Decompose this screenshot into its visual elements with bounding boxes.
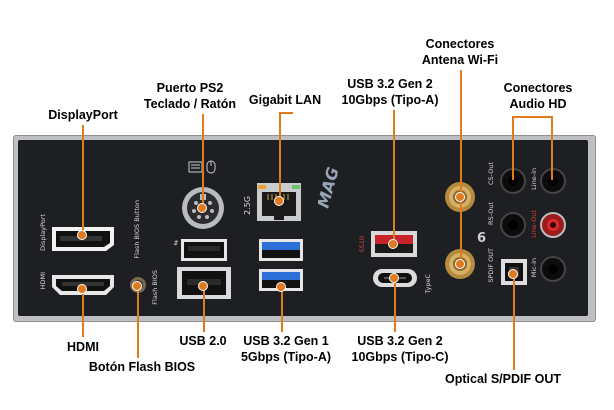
label-flash-bios-button: Botón Flash BIOS (88, 360, 196, 374)
silk-hdmi: HDMI (39, 272, 47, 290)
leader-dot-usb-gen2c (389, 273, 399, 283)
leader-usb20 (203, 288, 205, 332)
silk-lan-speed: 2.5G (243, 196, 252, 215)
leader-audio-left (512, 116, 514, 180)
leader-usb-gen2a (393, 110, 395, 244)
label-spdif: Optical S/PDIF OUT (445, 372, 561, 386)
leader-usb-gen2c (394, 282, 396, 332)
leader-dot-usb-gen1 (276, 282, 286, 292)
label-wifi-line2: Antena Wi-Fi (421, 53, 499, 67)
leader-dot-spdif (508, 269, 518, 279)
leader-dot-lan (274, 196, 284, 206)
leader-usb-gen1 (281, 288, 283, 332)
leader-lan-h (279, 112, 293, 114)
audio-jack-cs-out (500, 168, 526, 194)
silk-usb-icon: ⇆ (172, 240, 180, 246)
leader-dot-ps2 (197, 203, 207, 213)
leader-ps2 (202, 114, 204, 209)
silk-spdif-out: SPDIF OUT (487, 248, 495, 283)
label-usb-gen2c-line2: 10Gbps (Tipo-C) (351, 350, 449, 364)
wifi6-logo-icon: 6 (476, 226, 492, 248)
lan-port (256, 182, 302, 222)
leader-audio-right (551, 116, 553, 180)
svg-text:6: 6 (477, 231, 486, 246)
silk-line-in: Line-in (530, 168, 538, 190)
silk-cs-out: CS-Out (487, 162, 495, 185)
leader-hdmi (82, 289, 84, 337)
label-usb-gen2a-line2: 10Gbps (Tipo-A) (341, 93, 439, 107)
label-usb-gen1-line1: USB 3.2 Gen 1 (243, 334, 329, 348)
leader-dot-wifi-bottom (455, 259, 465, 269)
leader-dot-wifi-top (455, 192, 465, 202)
mag-logo: MAG (314, 165, 358, 215)
silk-line-out: Line-Out (530, 210, 538, 238)
silk-mic-in: Mic-in (530, 258, 538, 278)
silk-flash-bios-button: Flash BIOS Button (133, 200, 141, 259)
silk-typec: TypeC (424, 274, 432, 294)
label-wifi-line1: Conectores (425, 37, 495, 51)
label-usb-gen2c-line1: USB 3.2 Gen 2 (357, 334, 443, 348)
label-gigabit-lan: Gigabit LAN (248, 93, 322, 107)
leader-dot-flash-bios (132, 281, 142, 291)
label-audio-line1: Conectores (503, 81, 573, 95)
silk-usb-gen2-icon: SS10 (358, 236, 366, 253)
leader-dot-usb-gen2a (388, 239, 398, 249)
leader-displayport (82, 125, 84, 233)
usb-gen1-port-top (258, 238, 304, 262)
leader-audio-h (512, 116, 552, 118)
silk-displayport: DisplayPort (39, 214, 47, 251)
audio-jack-line-out (540, 212, 566, 238)
label-displayport: DisplayPort (48, 108, 118, 122)
leader-flash-bios (137, 290, 139, 358)
label-ps2-line1: Puerto PS2 (156, 81, 224, 95)
silk-flash-bios: Flash BIOS (151, 270, 159, 305)
silk-rs-out: RS-Out (487, 202, 495, 225)
label-audio-line2: Audio HD (509, 97, 567, 111)
usb20-port-top (180, 238, 228, 262)
leader-lan (279, 112, 281, 200)
leader-dot-hdmi (77, 284, 87, 294)
leader-dot-displayport (77, 230, 87, 240)
audio-jack-mic-in (540, 256, 566, 282)
audio-jack-rs-out (500, 212, 526, 238)
label-usb-gen1-line2: 5Gbps (Tipo-A) (240, 350, 332, 364)
label-usb-gen2a-line1: USB 3.2 Gen 2 (347, 77, 433, 91)
leader-spdif (513, 278, 515, 370)
audio-jack-line-in (540, 168, 566, 194)
label-usb20: USB 2.0 (179, 334, 227, 348)
leader-wifi (460, 70, 462, 267)
leader-dot-usb20 (198, 281, 208, 291)
svg-text:MAG: MAG (318, 165, 343, 210)
label-hdmi: HDMI (67, 340, 99, 354)
label-ps2-line2: Teclado / Ratón (143, 97, 237, 111)
